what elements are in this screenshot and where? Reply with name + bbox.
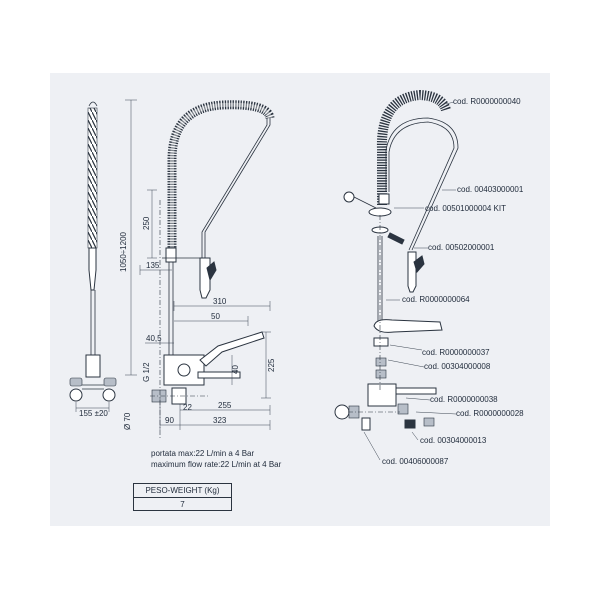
front-view — [139, 100, 275, 440]
part-code-9: cod. R0000000028 — [456, 409, 524, 418]
dim-70: Ø 70 — [123, 412, 132, 430]
side-hook — [88, 101, 98, 107]
weight-table: PESO-WEIGHT (Kg) 7 — [133, 483, 232, 511]
exploded-arm — [385, 117, 459, 251]
dim-310: 310 — [213, 297, 227, 306]
dim-255: 255 — [218, 401, 232, 410]
dim-225: 225 — [267, 358, 276, 372]
part-code-8: cod. R0000000038 — [430, 395, 498, 404]
weight-table-value: 7 — [180, 500, 185, 509]
kit-ring — [368, 207, 392, 217]
exploded-lever — [373, 319, 443, 333]
dim-250: 250 — [142, 216, 151, 230]
dim-g-1-2: G 1/2 — [142, 362, 151, 382]
front-arm — [204, 118, 271, 258]
dim-50: 50 — [211, 312, 220, 321]
part-code-1: cod. R0000000040 — [453, 97, 521, 106]
drawing-sheet — [50, 73, 550, 526]
dim-90: 90 — [165, 416, 174, 425]
exploded-mixer — [367, 383, 397, 407]
part-code-11: cod. 00406000087 — [382, 457, 449, 466]
front-spray-head — [199, 257, 211, 299]
side-spray-head — [88, 247, 97, 291]
flow-note-it: portata max:22 L/min a 4 Bar — [151, 449, 255, 458]
part-code-10: cod. 00304000013 — [420, 436, 487, 445]
dim-323: 323 — [213, 416, 227, 425]
exploded-view — [334, 89, 459, 461]
dim-22: 22 — [183, 403, 192, 412]
part-code-7: cod. 00304000008 — [424, 362, 491, 371]
part-code-4: cod. 00502000001 — [428, 243, 495, 252]
dim-40: 40 — [231, 365, 240, 374]
side-mixer-body — [85, 354, 101, 378]
dim-135: 135 — [146, 261, 160, 270]
exploded-spray-head — [407, 251, 417, 293]
part-code-5: cod. R0000000064 — [402, 295, 470, 304]
part-code-2: cod. 00403000001 — [457, 185, 524, 194]
side-spring — [87, 107, 98, 249]
flow-note-en: maximum flow rate:22 L/min at 4 Bar — [151, 460, 282, 469]
front-lever — [199, 331, 265, 367]
side-view: 155 ±20 — [69, 99, 137, 418]
part-code-3: cod. 00501000004 KIT — [425, 204, 506, 213]
dim-155: 155 ±20 — [79, 409, 108, 418]
weight-table-header: PESO-WEIGHT (Kg) — [134, 484, 231, 498]
part-code-6: cod. R0000000037 — [422, 348, 490, 357]
dim-40-5: 40,5 — [146, 334, 162, 343]
dim-1050-1200: 1050÷1200 — [119, 231, 128, 272]
